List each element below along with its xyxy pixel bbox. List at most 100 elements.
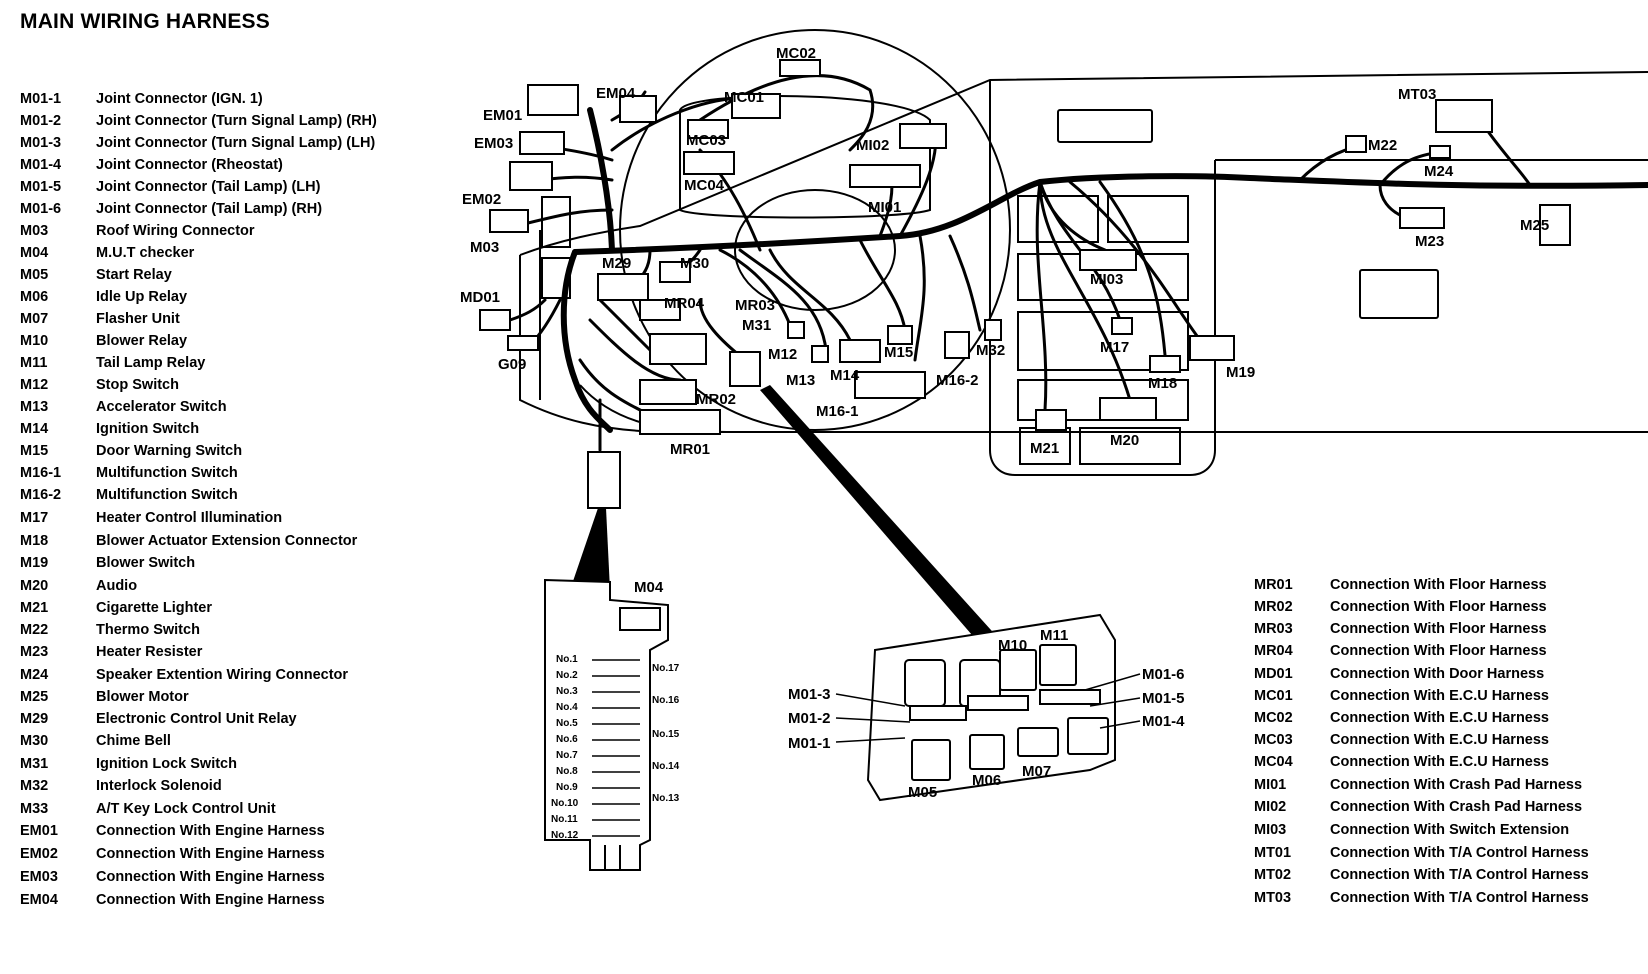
connector-mi03: [1079, 249, 1137, 271]
legend-desc: Connection With Engine Harness: [96, 869, 325, 885]
legend-code: M29: [20, 711, 49, 727]
legend-code: MI02: [1254, 799, 1287, 815]
legend-code: M01-5: [20, 179, 62, 195]
label-em02: EM02: [462, 191, 501, 208]
connector-m30: [659, 261, 691, 283]
label-m23: M23: [1415, 233, 1444, 250]
label-mi01: MI01: [868, 199, 901, 216]
legend-code: M13: [20, 399, 49, 415]
label-m32: M32: [976, 342, 1005, 359]
legend-code: M30: [20, 733, 49, 749]
connector-mi02: [899, 123, 947, 149]
legend-desc: Joint Connector (Tail Lamp) (RH): [96, 201, 323, 217]
connector-mc02: [779, 59, 821, 77]
label-m01-2: M01-2: [788, 710, 831, 727]
legend-desc: Chime Bell: [96, 733, 171, 749]
label-m04: M04: [634, 579, 664, 596]
label-mr01: MR01: [670, 441, 710, 458]
label-mc02: MC02: [776, 45, 816, 62]
label-mr03: MR03: [735, 297, 775, 314]
legend-desc: Stop Switch: [96, 377, 179, 393]
connectors: [479, 59, 1493, 509]
legend-code: M01-2: [20, 113, 62, 129]
legend-desc: Cigarette Lighter: [96, 600, 213, 616]
legend-desc: Multifunction Switch: [96, 465, 238, 481]
connector-m03: [489, 209, 529, 233]
legend-desc: Flasher Unit: [96, 311, 180, 327]
leader-wedges: [570, 385, 1000, 650]
legend-code: EM02: [20, 846, 58, 862]
connector-m19: [1189, 335, 1235, 361]
connector-m13: [811, 345, 829, 363]
legend-desc: Multifunction Switch: [96, 487, 238, 503]
legend-desc: Ignition Switch: [96, 421, 200, 437]
label-m11: M11: [1040, 627, 1068, 644]
label-m03: M03: [470, 239, 499, 256]
connector-m22: [1345, 135, 1367, 153]
label-mc04: MC04: [684, 177, 725, 194]
label-m13: M13: [786, 372, 815, 389]
fuse-label: No.11: [551, 814, 578, 825]
connector-m23: [1399, 207, 1445, 229]
legend-desc: Connection With Floor Harness: [1330, 621, 1547, 637]
legend-code: MR04: [1254, 643, 1293, 659]
legend-code: MT01: [1254, 845, 1292, 861]
connector-em02: [509, 161, 553, 191]
legend-code: EM04: [20, 892, 58, 908]
connector-g09: [507, 335, 539, 351]
label-m29: M29: [602, 255, 631, 272]
fuse-box-detail: [544, 578, 669, 871]
legend-code: M07: [20, 311, 49, 327]
legend-code: M20: [20, 578, 49, 594]
legend-code: M11: [20, 355, 48, 371]
legend-code: M17: [20, 510, 49, 526]
fuse-label: No.4: [556, 702, 578, 713]
diagram-labels: MC02 EM04 MC01 EM01 EM03 MC03 MI02 MC04 …: [460, 45, 1549, 801]
label-m30: M30: [680, 255, 709, 272]
legend-code: M04: [20, 245, 49, 261]
legend-code: MC03: [1254, 732, 1293, 748]
connector-m12: [787, 321, 805, 339]
relay-leader-lines: [835, 673, 1141, 743]
fuse-label: No.17: [652, 663, 680, 674]
legend-desc: Speaker Extention Wiring Connector: [96, 667, 349, 683]
legend-code: M23: [20, 644, 49, 660]
label-m16-1: M16-1: [816, 403, 859, 420]
legend-code: EM01: [20, 823, 58, 839]
connector-mr02: [639, 379, 697, 405]
legend-desc: Tail Lamp Relay: [96, 355, 206, 371]
legend-desc: Connection With Floor Harness: [1330, 577, 1547, 593]
legend-desc: Blower Motor: [96, 689, 189, 705]
connector-mr03: [649, 333, 707, 365]
legend-desc: Connection With Switch Extension: [1330, 822, 1570, 838]
legend-code: M31: [20, 756, 49, 772]
legend-desc: Start Relay: [96, 267, 172, 283]
label-m16-2: M16-2: [936, 372, 979, 389]
legend-desc: Ignition Lock Switch: [96, 756, 237, 772]
fuse-label: No.1: [556, 654, 578, 665]
label-m01-3: M01-3: [788, 686, 831, 703]
legend-code: EM03: [20, 869, 58, 885]
fuse-label: No.12: [551, 830, 579, 841]
connector-m29: [597, 273, 649, 301]
legend-code: M32: [20, 778, 49, 794]
legend-desc: Connection With T/A Control Harness: [1330, 845, 1589, 861]
label-m24: M24: [1424, 163, 1454, 180]
label-m31: M31: [742, 317, 771, 334]
legend-code: M33: [20, 801, 49, 817]
legend-code: M05: [20, 267, 49, 283]
label-m17: M17: [1100, 339, 1129, 356]
diagram-title: MAIN WIRING HARNESS: [20, 10, 270, 33]
legend-desc: Joint Connector (Rheostat): [96, 157, 283, 173]
label-m01-5: M01-5: [1142, 690, 1185, 707]
label-m14: M14: [830, 367, 860, 384]
legend-code: M16-1: [20, 465, 62, 481]
label-m07: M07: [1022, 763, 1051, 780]
legend-code: MR01: [1254, 577, 1293, 593]
legend-code: M01-3: [20, 135, 62, 151]
label-m12: M12: [768, 346, 797, 363]
connector-em04: [619, 95, 657, 123]
legend-desc: Connection With Floor Harness: [1330, 599, 1547, 615]
legend-code: M19: [20, 555, 49, 571]
connector-mt03: [1435, 99, 1493, 133]
